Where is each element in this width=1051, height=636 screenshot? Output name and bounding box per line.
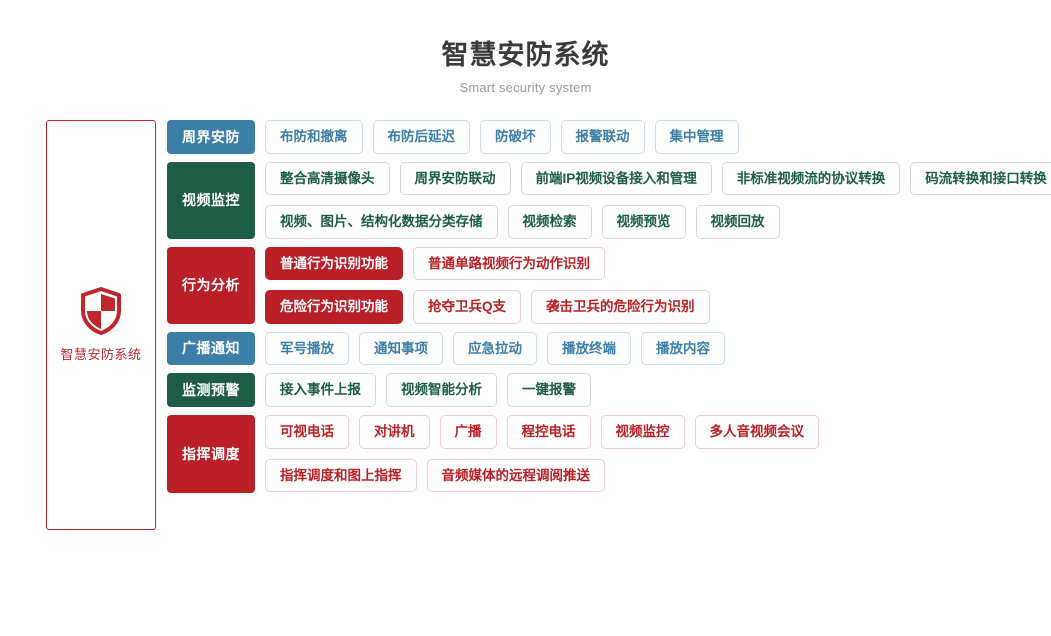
row-items: 布防和撤离布防后延迟防破坏报警联动集中管理 <box>265 120 1051 154</box>
feature-item[interactable]: 布防后延迟 <box>372 120 470 154</box>
row-items: 整合高清摄像头周界安防联动前端IP视频设备接入和管理非标准视频流的协议转换码流转… <box>265 161 1051 239</box>
item-line: 视频、图片、结构化数据分类存储视频检索视频预览视频回放 <box>265 205 1051 239</box>
page-header: 智慧安防系统 Smart security system <box>0 0 1051 95</box>
feature-item[interactable]: 视频预览 <box>601 205 686 239</box>
category-row: 指挥调度可视电话对讲机广播程控电话视频监控多人音视频会议指挥调度和图上指挥音频媒… <box>167 414 1051 493</box>
feature-item[interactable]: 抢夺卫兵Q支 <box>413 290 522 324</box>
category-label[interactable]: 行为分析 <box>167 246 255 324</box>
feature-item[interactable]: 布防和撤离 <box>265 120 363 154</box>
feature-item[interactable]: 程控电话 <box>506 415 591 449</box>
system-panel-label: 智慧安防系统 <box>60 347 142 362</box>
row-items: 普通行为识别功能普通单路视频行为动作识别危险行为识别功能抢夺卫兵Q支袭击卫兵的危… <box>265 246 1051 324</box>
item-line: 可视电话对讲机广播程控电话视频监控多人音视频会议 <box>265 415 1051 449</box>
feature-item[interactable]: 袭击卫兵的危险行为识别 <box>531 290 710 324</box>
feature-item[interactable]: 对讲机 <box>359 415 430 449</box>
feature-item[interactable]: 播放内容 <box>641 331 725 366</box>
category-label[interactable]: 监测预警 <box>167 373 255 407</box>
feature-item[interactable]: 可视电话 <box>265 415 349 449</box>
feature-item[interactable]: 视频回放 <box>695 205 780 239</box>
item-line: 军号播放通知事项应急拉动播放终端播放内容 <box>265 331 1051 366</box>
item-line: 整合高清摄像头周界安防联动前端IP视频设备接入和管理非标准视频流的协议转换码流转… <box>265 161 1051 196</box>
category-label[interactable]: 广播通知 <box>167 331 255 366</box>
system-panel: 智慧安防系统 <box>46 120 156 530</box>
category-row: 行为分析普通行为识别功能普通单路视频行为动作识别危险行为识别功能抢夺卫兵Q支袭击… <box>167 246 1051 324</box>
feature-item[interactable]: 码流转换和接口转换 <box>910 161 1051 196</box>
item-line: 接入事件上报视频智能分析一键报警 <box>265 373 1051 407</box>
feature-item[interactable]: 应急拉动 <box>453 331 537 366</box>
page-subtitle: Smart security system <box>459 80 592 96</box>
item-line: 布防和撤离布防后延迟防破坏报警联动集中管理 <box>265 120 1051 154</box>
category-label[interactable]: 视频监控 <box>167 161 255 239</box>
architecture-board: 智慧安防系统 周界安防布防和撤离布防后延迟防破坏报警联动集中管理视频监控整合高清… <box>0 120 1051 530</box>
feature-item[interactable]: 接入事件上报 <box>265 373 376 407</box>
category-row: 视频监控整合高清摄像头周界安防联动前端IP视频设备接入和管理非标准视频流的协议转… <box>167 161 1051 239</box>
category-label[interactable]: 指挥调度 <box>167 414 255 493</box>
feature-group-label[interactable]: 危险行为识别功能 <box>265 290 403 324</box>
feature-item[interactable]: 视频监控 <box>600 415 685 449</box>
shield-icon <box>79 287 123 335</box>
item-line: 指挥调度和图上指挥音频媒体的远程调阅推送 <box>265 458 1051 493</box>
feature-item[interactable]: 报警联动 <box>560 120 645 154</box>
row-items: 接入事件上报视频智能分析一键报警 <box>265 373 1051 407</box>
category-rows: 周界安防布防和撤离布防后延迟防破坏报警联动集中管理视频监控整合高清摄像头周界安防… <box>167 120 1051 493</box>
category-row: 监测预警接入事件上报视频智能分析一键报警 <box>167 373 1051 407</box>
category-row: 广播通知军号播放通知事项应急拉动播放终端播放内容 <box>167 331 1051 366</box>
category-label[interactable]: 周界安防 <box>167 120 255 154</box>
feature-item[interactable]: 播放终端 <box>547 331 631 366</box>
feature-item[interactable]: 军号播放 <box>265 331 349 366</box>
feature-item[interactable]: 视频检索 <box>507 205 592 239</box>
feature-item[interactable]: 广播 <box>439 415 497 449</box>
feature-item[interactable]: 集中管理 <box>654 120 739 154</box>
page-title: 智慧安防系统 <box>441 40 610 70</box>
feature-item[interactable]: 音频媒体的远程调阅推送 <box>426 458 605 493</box>
row-items: 可视电话对讲机广播程控电话视频监控多人音视频会议指挥调度和图上指挥音频媒体的远程… <box>265 415 1051 493</box>
feature-item[interactable]: 非标准视频流的协议转换 <box>721 161 901 196</box>
feature-group-label[interactable]: 普通行为识别功能 <box>265 246 403 281</box>
item-line: 普通行为识别功能普通单路视频行为动作识别 <box>265 246 1051 281</box>
feature-item[interactable]: 一键报警 <box>507 373 591 407</box>
feature-item[interactable]: 指挥调度和图上指挥 <box>265 458 417 493</box>
category-row: 周界安防布防和撤离布防后延迟防破坏报警联动集中管理 <box>167 120 1051 154</box>
feature-item[interactable]: 整合高清摄像头 <box>265 161 390 196</box>
feature-item[interactable]: 通知事项 <box>359 331 443 366</box>
feature-item[interactable]: 多人音视频会议 <box>694 415 819 449</box>
feature-item[interactable]: 防破坏 <box>480 120 551 154</box>
item-line: 危险行为识别功能抢夺卫兵Q支袭击卫兵的危险行为识别 <box>265 290 1051 324</box>
feature-item[interactable]: 视频、图片、结构化数据分类存储 <box>265 205 498 239</box>
feature-item[interactable]: 前端IP视频设备接入和管理 <box>520 161 712 196</box>
feature-item[interactable]: 周界安防联动 <box>399 161 511 196</box>
feature-item[interactable]: 普通单路视频行为动作识别 <box>413 246 605 281</box>
feature-item[interactable]: 视频智能分析 <box>386 373 497 407</box>
row-items: 军号播放通知事项应急拉动播放终端播放内容 <box>265 331 1051 366</box>
